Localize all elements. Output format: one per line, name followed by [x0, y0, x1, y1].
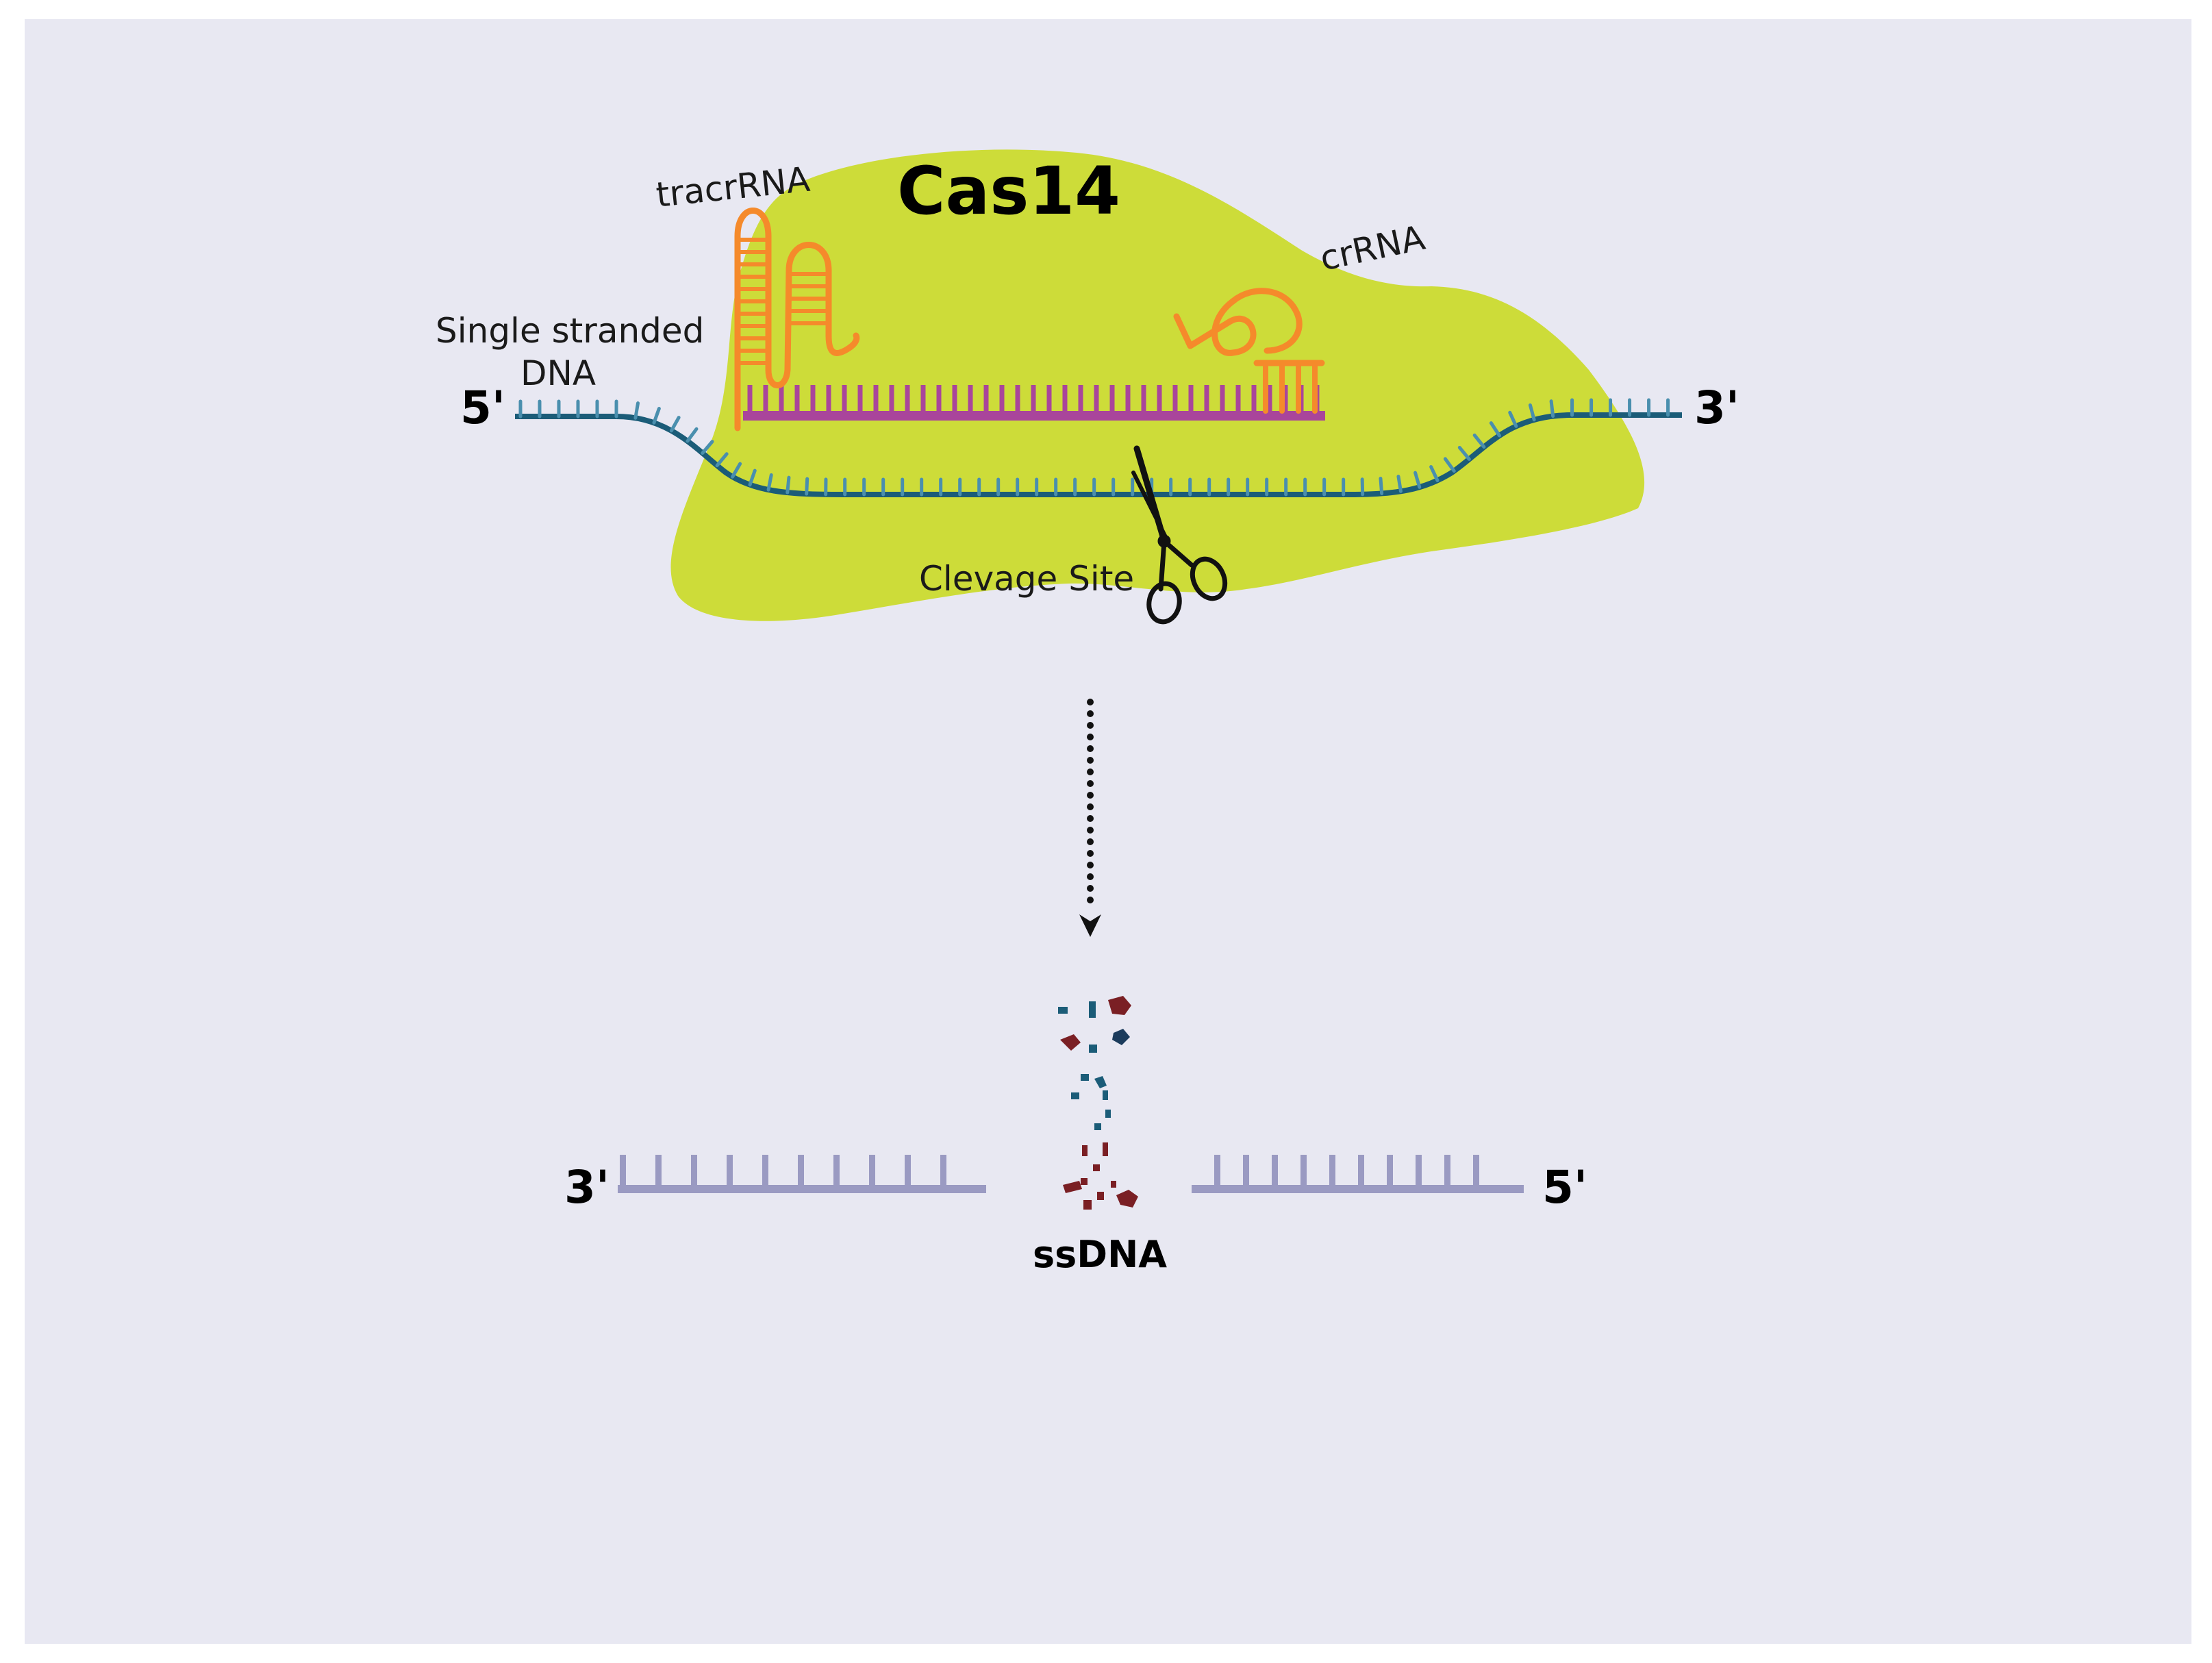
five-prime-top-label: 5'	[460, 382, 505, 434]
five-prime-bottom-label: 5'	[1542, 1161, 1587, 1214]
crrna-structure	[1173, 288, 1325, 414]
three-prime-bottom-label: 3'	[564, 1161, 609, 1214]
ssdna-label-line2: DNA	[520, 353, 596, 393]
ssdna-debris	[1058, 996, 1138, 1210]
guide-rna	[743, 385, 1325, 421]
cleavage-site-label: Clevage Site	[919, 559, 1134, 599]
target-dna-strand	[515, 398, 1682, 497]
ssdna-product-label: ssDNA	[1033, 1233, 1167, 1276]
dotted-down-arrow-icon	[1079, 699, 1101, 937]
ssdna-label-line1: Single stranded	[436, 311, 704, 351]
cas14-label: Cas14	[897, 153, 1120, 229]
tracrrna-structure	[734, 208, 860, 432]
three-prime-top-label: 3'	[1694, 382, 1739, 434]
cleaved-fragment-left	[618, 1155, 986, 1193]
cleaved-fragment-right	[1192, 1155, 1524, 1193]
scissors-icon	[1131, 445, 1228, 625]
